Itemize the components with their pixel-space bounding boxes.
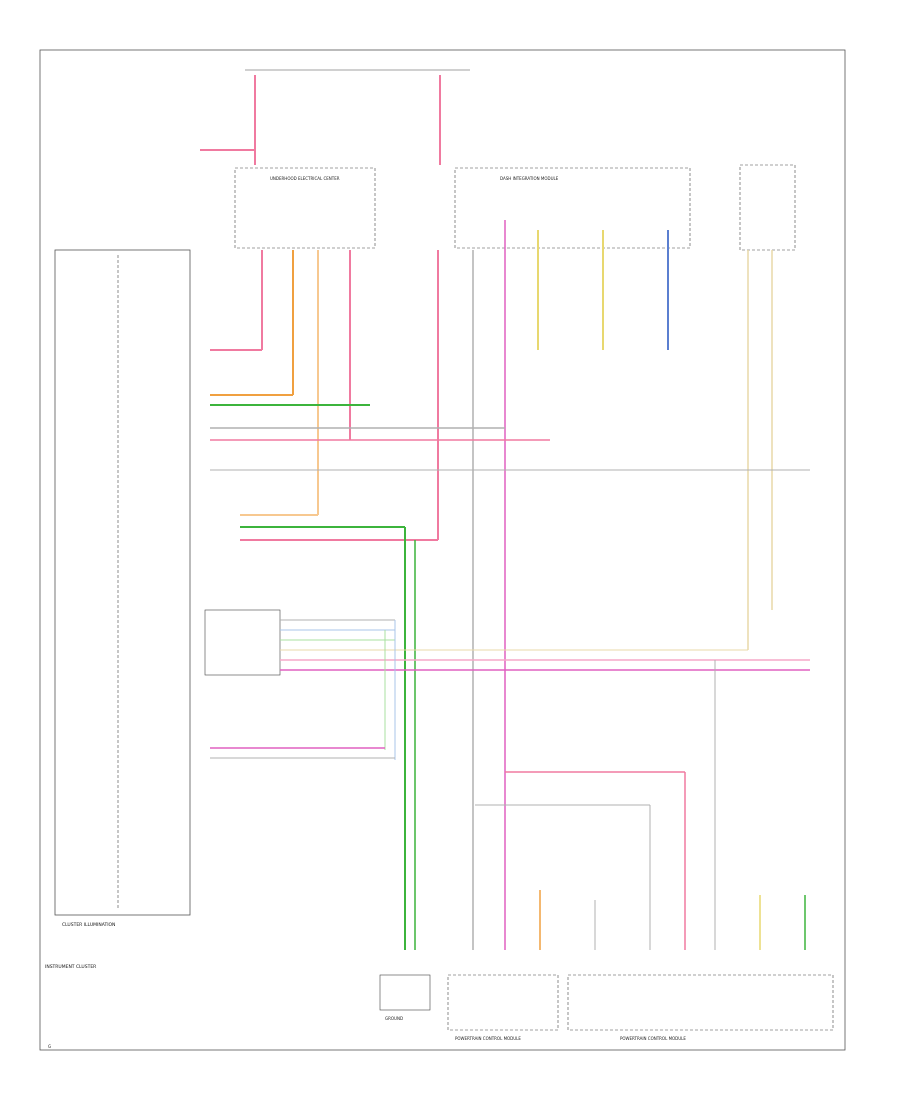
underhood-fuse-block: UNDERHOOD ELECTRICAL CENTER [234, 167, 376, 249]
vertical-wires [261, 220, 773, 950]
right-side-wires [475, 660, 806, 950]
pcm-left-label: POWERTRAIN CONTROL MODULE [455, 1036, 521, 1041]
instrument-cluster-frame [54, 249, 191, 916]
ground-frame [379, 974, 431, 1011]
lower-left-connector [210, 747, 395, 759]
supply-wires [200, 69, 470, 165]
underhood-fuse-frame [234, 167, 376, 249]
cluster-title-label: INSTRUMENT CLUSTER [45, 964, 96, 970]
horizontal-wires [210, 349, 810, 950]
footer-code: G [48, 1044, 51, 1049]
dash-module-block: DASH INTEGRATION MODULE [454, 167, 691, 249]
pcm-right-frame [567, 974, 834, 1031]
middle-connector-bundle [204, 609, 810, 760]
pcm-left-frame [447, 974, 559, 1031]
instrument-cluster-block: CLUSTER ILLUMINATION INSTRUMENT CLUSTER [45, 249, 191, 970]
ground-label: GROUND [385, 1016, 403, 1021]
bottom-modules: POWERTRAIN CONTROL MODULE POWERTRAIN CON… [379, 974, 834, 1041]
cluster-footer-label: CLUSTER ILLUMINATION [62, 922, 115, 928]
right-module-frame [739, 164, 796, 251]
dash-module-frame [454, 167, 691, 249]
dash-module-label: DASH INTEGRATION MODULE [500, 176, 559, 181]
middle-connector-frame [204, 609, 281, 676]
underhood-fuse-label: UNDERHOOD ELECTRICAL CENTER [270, 176, 340, 181]
diagram-border [39, 49, 846, 1051]
pcm-right-label: POWERTRAIN CONTROL MODULE [620, 1036, 686, 1041]
